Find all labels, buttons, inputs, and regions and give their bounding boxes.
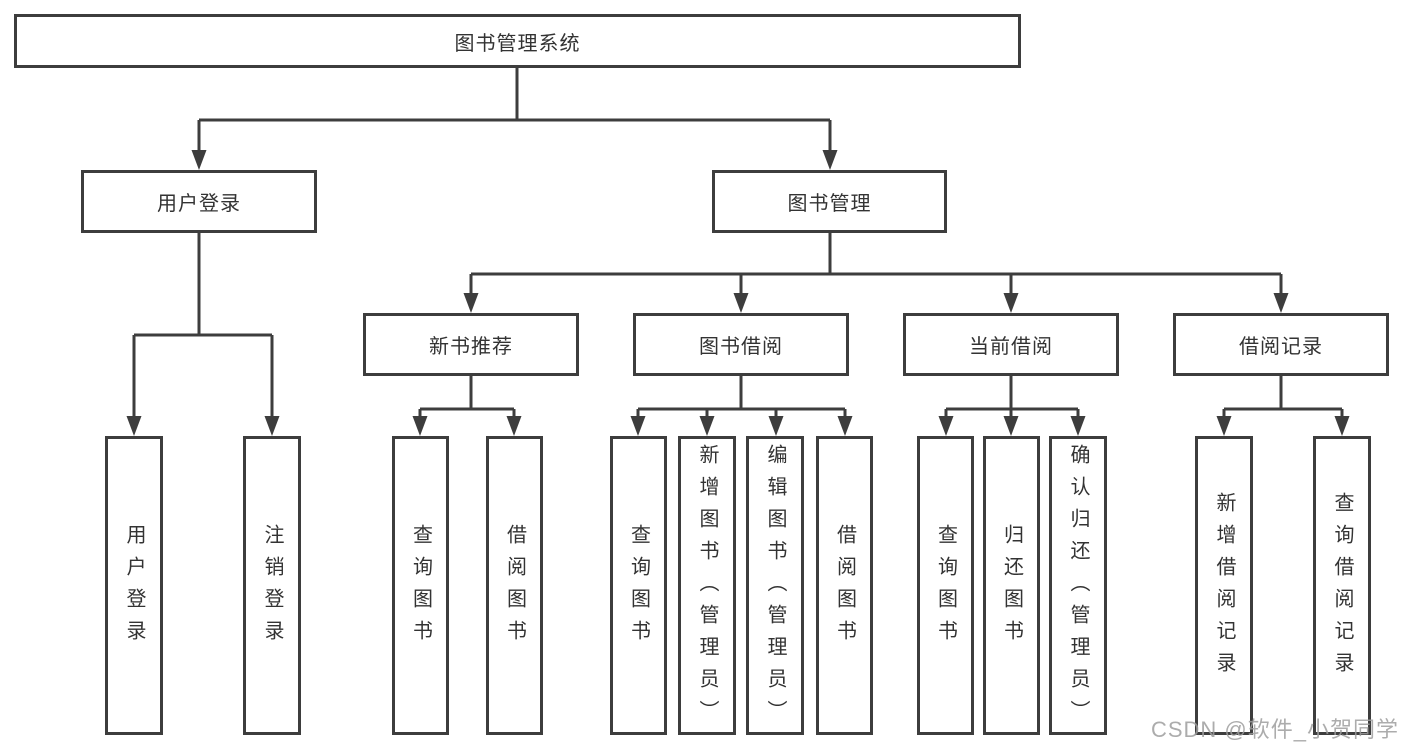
leaf-confirm-return-admin: 确认归还（管理员） <box>1049 436 1107 735</box>
node-user-login: 用户登录 <box>81 170 317 233</box>
arrowhead-icons <box>126 150 1350 436</box>
leaf-query-books-current: 查询图书 <box>917 436 974 735</box>
leaf-edit-book-admin: 编辑图书（管理员） <box>746 436 804 735</box>
node-book-management: 图书管理 <box>712 170 947 233</box>
node-current-borrowing: 当前借阅 <box>903 313 1119 376</box>
leaf-add-book-admin: 新增图书（管理员） <box>678 436 736 735</box>
leaf-borrow-books-borrowing: 借阅图书 <box>816 436 873 735</box>
leaf-logout: 注销登录 <box>243 436 301 735</box>
node-new-book-recommend: 新书推荐 <box>363 313 579 376</box>
leaf-borrow-books-recommend: 借阅图书 <box>486 436 543 735</box>
leaf-add-borrow-record: 新增借阅记录 <box>1195 436 1253 735</box>
leaf-return-book: 归还图书 <box>983 436 1040 735</box>
connector-path <box>132 68 1344 420</box>
leaf-user-login: 用户登录 <box>105 436 163 735</box>
node-borrowing-records: 借阅记录 <box>1173 313 1389 376</box>
leaf-query-books-borrowing: 查询图书 <box>610 436 667 735</box>
leaf-query-borrow-record: 查询借阅记录 <box>1313 436 1371 735</box>
node-book-borrowing: 图书借阅 <box>633 313 849 376</box>
leaf-query-books-recommend: 查询图书 <box>392 436 449 735</box>
node-root-library-system: 图书管理系统 <box>14 14 1021 68</box>
